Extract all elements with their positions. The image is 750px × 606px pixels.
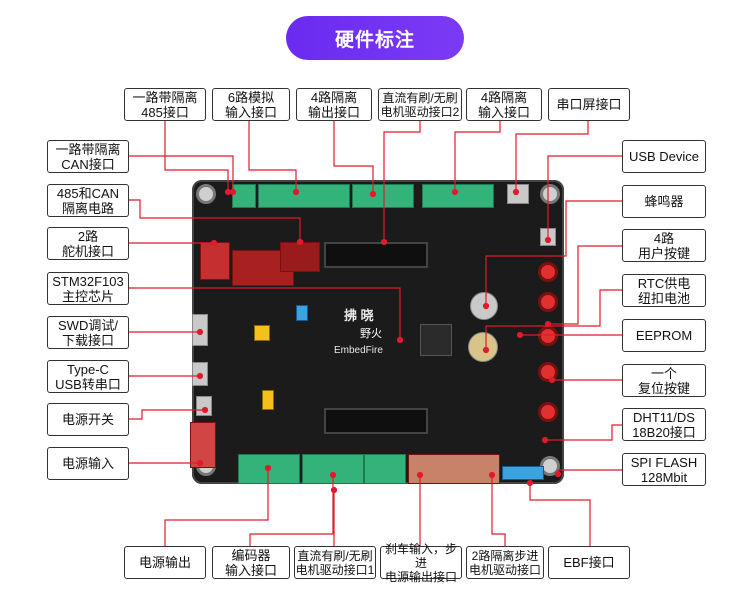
terminal-485 [232, 184, 256, 208]
user-button [538, 262, 558, 282]
label-swd: SWD调试/ 下载接口 [47, 316, 129, 349]
user-button [538, 362, 558, 382]
label-user-keys: 4路 用户按键 [622, 229, 706, 262]
stm32-chip [420, 324, 452, 356]
ebf-header [502, 466, 544, 480]
label-can: 一路带隔离 CAN接口 [47, 140, 129, 173]
pcb-board: 拂 晓 野火 EmbedFire [190, 180, 564, 484]
label-buzzer: 蜂鸣器 [622, 185, 706, 218]
power-jack [190, 422, 216, 468]
power-switch [196, 396, 212, 416]
user-button [538, 292, 558, 312]
terminal-brake [364, 454, 406, 484]
label-power-output: 电源输出 [124, 546, 206, 579]
label-ebf: EBF接口 [548, 546, 630, 579]
terminal-isolated-in [422, 184, 494, 208]
label-motor-drive-1: 直流有刷/无刷 电机驱动接口1 [294, 546, 376, 579]
capacitor [262, 390, 274, 410]
user-button [538, 326, 558, 346]
label-reset-key: 一个 复位按键 [622, 364, 706, 397]
label-isolated-output: 4路隔离 输出接口 [296, 88, 372, 121]
jumper [296, 305, 308, 321]
label-servo: 2路 舵机接口 [47, 227, 129, 260]
label-mcu: STM32F103 主控芯片 [47, 272, 129, 305]
label-serial-screen: 串口屏接口 [548, 88, 630, 121]
terminal-stepper [408, 454, 500, 484]
label-typec: Type-C USB转串口 [47, 360, 129, 393]
label-rtc-battery: RTC供电 纽扣电池 [622, 274, 706, 307]
mount-hole [196, 184, 216, 204]
embedfire-label: EmbedFire [334, 345, 383, 356]
motor-header-1 [324, 408, 428, 434]
label-power-switch: 电源开关 [47, 403, 129, 436]
label-motor-drive-2: 直流有刷/无刷 电机驱动接口2 [378, 88, 462, 121]
label-stepper-drive: 2路隔离步进 电机驱动接口 [466, 546, 544, 579]
label-spi-flash: SPI FLASH 128Mbit [622, 453, 706, 486]
label-analog-input: 6路模拟 输入接口 [212, 88, 290, 121]
reset-button [538, 402, 558, 422]
mount-hole [540, 184, 560, 204]
label-dht11: DHT11/DS 18B20接口 [622, 408, 706, 441]
label-485-can-isolation: 485和CAN 隔离电路 [47, 184, 129, 217]
coin-battery [468, 332, 498, 362]
label-brake-input: 刹车输入，步进 电源输出接口 [380, 542, 462, 584]
terminal-analog-in [258, 184, 350, 208]
capacitor [254, 325, 270, 341]
title-pill: 硬件标注 [286, 16, 464, 60]
label-eeprom: EEPROM [622, 319, 706, 352]
label-power-input: 电源输入 [47, 447, 129, 480]
label-isolated-input: 4路隔离 输入接口 [466, 88, 542, 121]
brand-label: 拂 晓 [344, 308, 374, 323]
label-usb-device: USB Device [622, 140, 706, 173]
label-encoder: 编码器 输入接口 [212, 546, 290, 579]
label-485: 一路带隔离 485接口 [124, 88, 206, 121]
fire-label: 野火 [360, 328, 382, 340]
motor-header-2 [324, 242, 428, 268]
terminal-isolated-out [352, 184, 414, 208]
